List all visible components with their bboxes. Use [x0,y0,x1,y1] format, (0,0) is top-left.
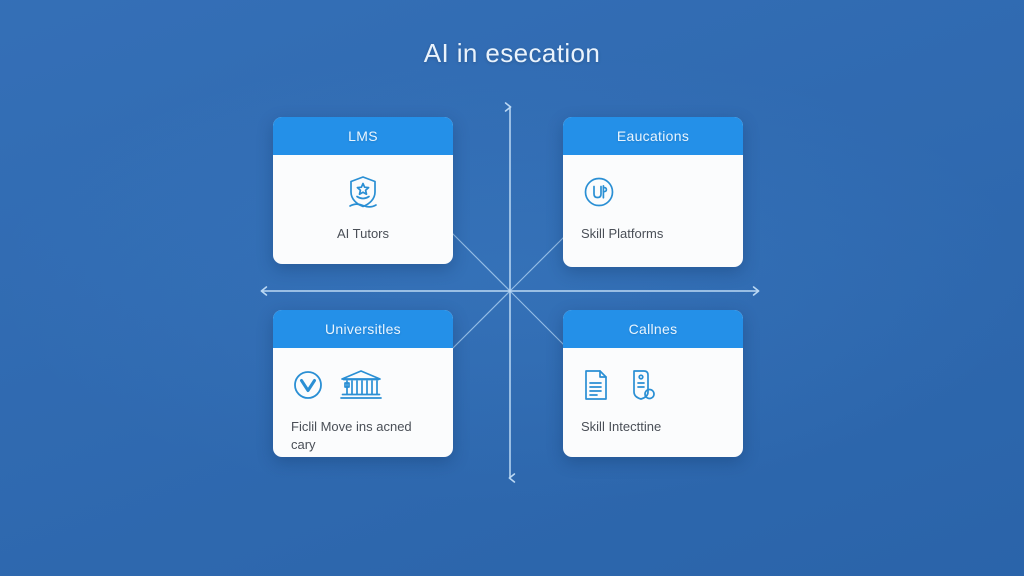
diagonal-line-bottom-left [451,290,511,350]
diagonal-line-top-right [509,232,569,292]
card-header-callnes: Callnes [563,310,743,348]
card-icons-educations [581,171,725,213]
card-header-lms: LMS [273,117,453,155]
card-icons-lms [346,171,380,213]
diagonal-line-top-left [451,232,511,292]
card-body-universities: Ficlil Move ins acned cary [273,348,453,457]
document-icon [581,368,611,402]
card-icons-callnes [581,364,725,406]
card-label-universities: Ficlil Move ins acned cary [291,419,412,452]
card-label-educations: Skill Platforms [581,226,664,241]
card-header-universities: Universitles [273,310,453,348]
quadrant-card-lms[interactable]: LMS AI Tutors [273,117,453,264]
card-icons-universities [291,364,435,406]
card-label-callnes: Skill Intecttine [581,419,662,434]
diagonal-line-bottom-right [509,290,569,350]
quadrant-card-universities[interactable]: Universitles [273,310,453,457]
quadrant-card-callnes[interactable]: Callnes [563,310,743,457]
tag-icon [625,368,657,402]
card-label-lms: AI Tutors [336,226,390,241]
quadrant-card-educations[interactable]: Eaucations Skill Platforms [563,117,743,267]
card-body-educations: Skill Platforms [563,155,743,267]
card-header-educations: Eaucations [563,117,743,155]
card-body-lms: AI Tutors [273,155,453,264]
bank-building-icon [339,368,383,402]
page-title: AI in esecation [423,38,601,68]
shield-badge-icon [346,174,380,210]
check-circle-icon [291,368,325,402]
circle-glyph-icon [581,174,617,210]
card-body-callnes: Skill Intecttine [563,348,743,457]
